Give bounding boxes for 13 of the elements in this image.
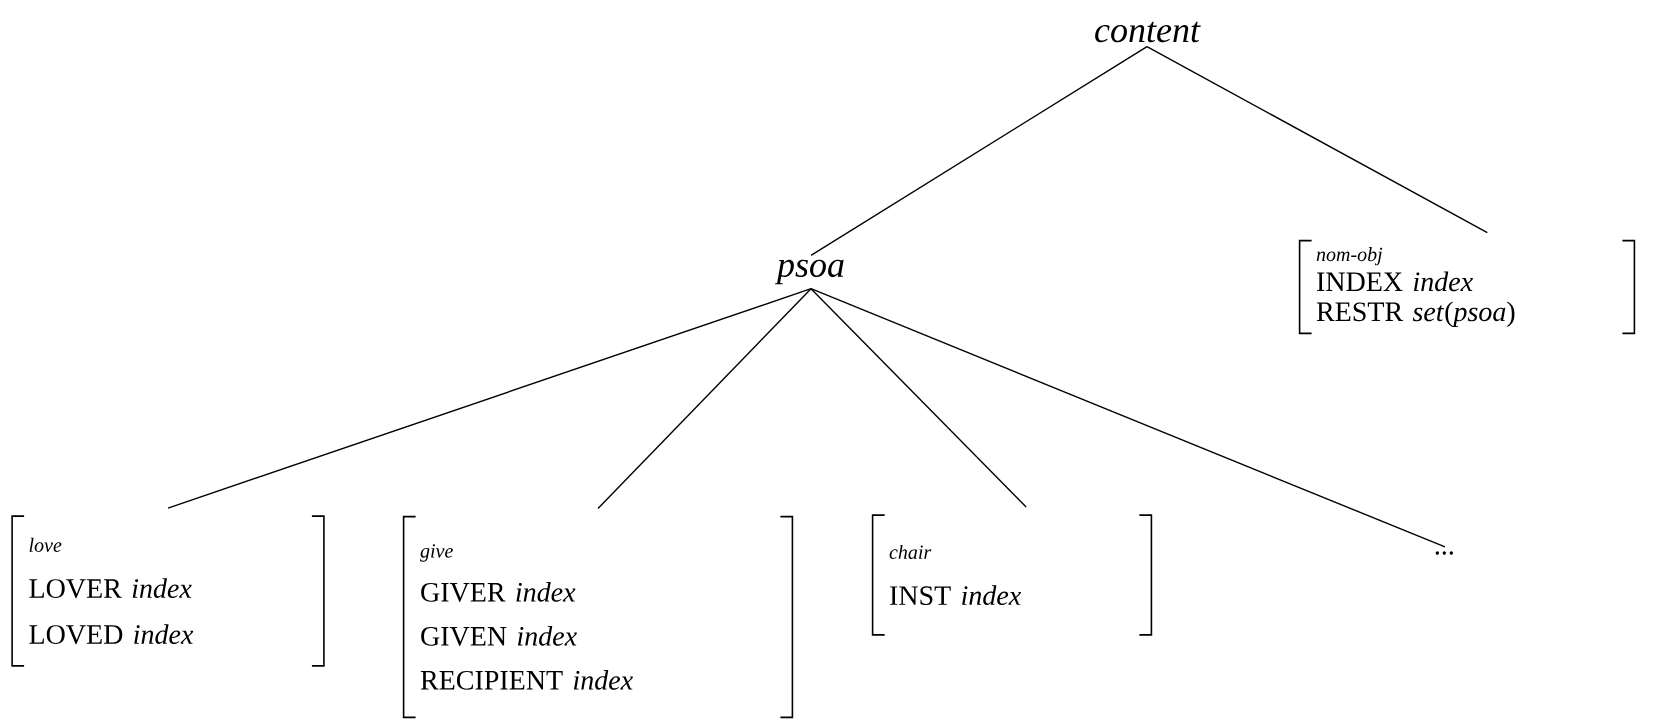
type-label: psoa [774,259,844,285]
feature-structure: nom-obj INDEX index RESTR set(psoa) [1298,239,1636,335]
tree-line [1146,46,1489,234]
feature-structure: love LOVER index LOVED index [11,515,325,667]
tree-line [810,288,1027,508]
feature-structure: chair INST index [871,514,1153,636]
feature-structure: give GIVER index GIVEN index RECIPIENT index [402,515,794,719]
tree-line [810,46,1148,256]
type-label: content [1095,21,1201,43]
tree-line [810,288,1446,548]
tree-line [597,288,812,510]
type-label: ... [1435,551,1453,555]
tree-line [167,288,812,509]
